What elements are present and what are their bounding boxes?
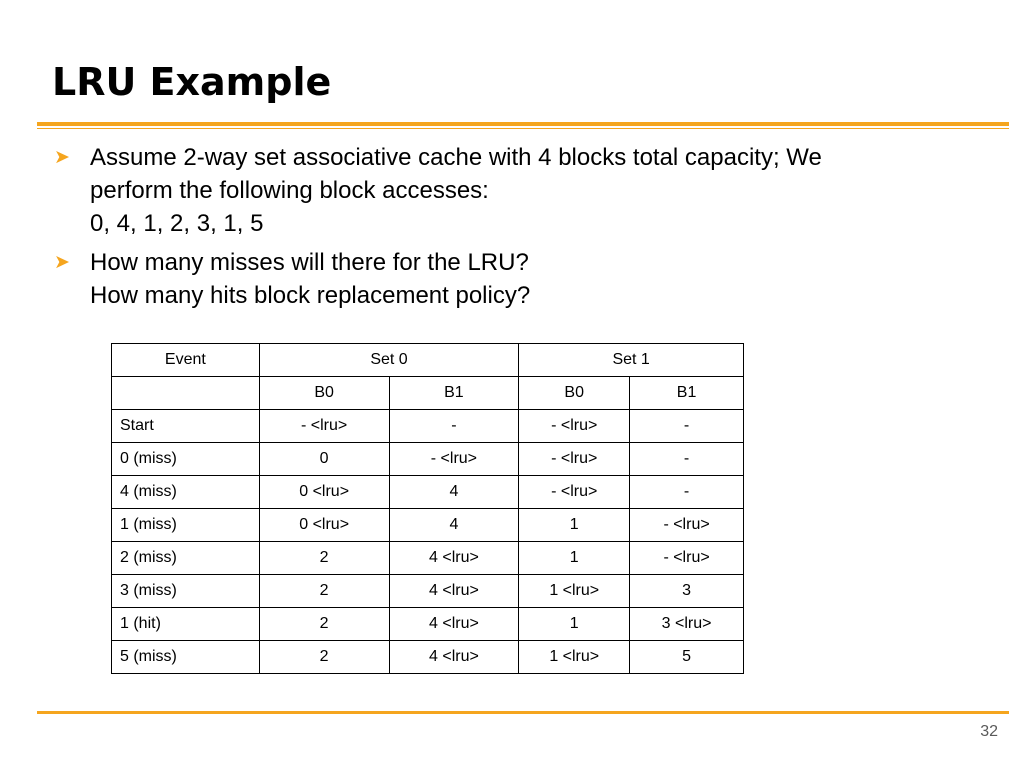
row-cell: 2 — [258, 541, 390, 575]
subheader-set1-b0: B0 — [518, 376, 631, 410]
row-cell: - <lru> — [629, 541, 744, 575]
subheader-set1-b1: B1 — [629, 376, 744, 410]
row-event: 1 (hit) — [111, 607, 260, 641]
table-row: 4 (miss) 0 <lru> 4 - <lru> - — [111, 475, 744, 509]
slide-title: LRU Example — [52, 60, 332, 104]
bullet-item-1: ➤ Assume 2-way set associative cache wit… — [48, 141, 998, 240]
title-divider-thin — [37, 128, 1009, 129]
slide-number: 32 — [980, 723, 998, 740]
bullet-1-line-3: 0, 4, 1, 2, 3, 1, 5 — [90, 210, 264, 237]
table-row: 1 (miss) 0 <lru> 4 1 - <lru> — [111, 508, 744, 542]
row-event: 0 (miss) — [111, 442, 260, 476]
row-cell: - <lru> — [518, 442, 631, 476]
row-cell: - <lru> — [518, 409, 631, 443]
row-cell: 3 — [629, 574, 744, 608]
row-cell: 1 — [518, 607, 631, 641]
row-event: 3 (miss) — [111, 574, 260, 608]
subheader-event — [111, 376, 260, 410]
bullet-list: ➤ Assume 2-way set associative cache wit… — [48, 141, 998, 318]
row-cell: 2 — [258, 607, 390, 641]
table-row: 0 (miss) 0 - <lru> - <lru> - — [111, 442, 744, 476]
table-row: 3 (miss) 2 4 <lru> 1 <lru> 3 — [111, 574, 744, 608]
table-row: 5 (miss) 2 4 <lru> 1 <lru> 5 — [111, 640, 744, 674]
row-event: 4 (miss) — [111, 475, 260, 509]
row-cell: 0 — [258, 442, 390, 476]
row-cell: - <lru> — [518, 475, 631, 509]
subheader-set0-b1: B1 — [388, 376, 520, 410]
table-row: 1 (hit) 2 4 <lru> 1 3 <lru> — [111, 607, 744, 641]
row-cell: - <lru> — [258, 409, 390, 443]
row-cell: - — [629, 475, 744, 509]
row-cell: 4 — [388, 508, 520, 542]
row-cell: 4 <lru> — [388, 541, 520, 575]
row-cell: 1 <lru> — [518, 640, 631, 674]
row-cell: - — [629, 409, 744, 443]
row-cell: 2 — [258, 574, 390, 608]
arrow-bullet-icon: ➤ — [54, 252, 70, 273]
row-cell: 0 <lru> — [258, 475, 390, 509]
table-subheader-row: B0 B1 B0 B1 — [111, 376, 744, 410]
bullet-1-line-2: perform the following block accesses: — [90, 177, 489, 204]
row-cell: 4 — [388, 475, 520, 509]
row-cell: 5 — [629, 640, 744, 674]
row-cell: 4 <lru> — [388, 574, 520, 608]
row-event: 2 (miss) — [111, 541, 260, 575]
header-set-0: Set 0 — [258, 343, 520, 377]
row-cell: 3 <lru> — [629, 607, 744, 641]
row-event: 5 (miss) — [111, 640, 260, 674]
row-cell: 0 <lru> — [258, 508, 390, 542]
title-divider-thick — [37, 122, 1009, 126]
row-cell: - — [388, 409, 520, 443]
row-event: 1 (miss) — [111, 508, 260, 542]
bullet-2-line-2: How many hits block replacement policy? — [90, 282, 531, 309]
lru-table: Event Set 0 Set 1 B0 B1 B0 B1 Start - <l… — [111, 343, 744, 674]
arrow-bullet-icon: ➤ — [54, 147, 70, 168]
row-cell: 4 <lru> — [388, 607, 520, 641]
row-cell: - <lru> — [388, 442, 520, 476]
bullet-item-2: ➤ How many misses will there for the LRU… — [48, 246, 998, 312]
row-cell: - <lru> — [629, 508, 744, 542]
table-row: 2 (miss) 2 4 <lru> 1 - <lru> — [111, 541, 744, 575]
row-cell: 1 — [518, 541, 631, 575]
row-cell: - — [629, 442, 744, 476]
row-cell: 4 <lru> — [388, 640, 520, 674]
row-cell: 1 <lru> — [518, 574, 631, 608]
footer-divider — [37, 711, 1009, 714]
bullet-2-line-1: How many misses will there for the LRU? — [90, 249, 529, 276]
subheader-set0-b0: B0 — [258, 376, 390, 410]
row-cell: 1 — [518, 508, 631, 542]
row-event: Start — [111, 409, 260, 443]
bullet-1-line-1: Assume 2-way set associative cache with … — [90, 144, 822, 171]
header-set-1: Set 1 — [518, 343, 744, 377]
table-row: Start - <lru> - - <lru> - — [111, 409, 744, 443]
header-event: Event — [111, 343, 260, 377]
row-cell: 2 — [258, 640, 390, 674]
table-header-row: Event Set 0 Set 1 — [111, 343, 744, 377]
